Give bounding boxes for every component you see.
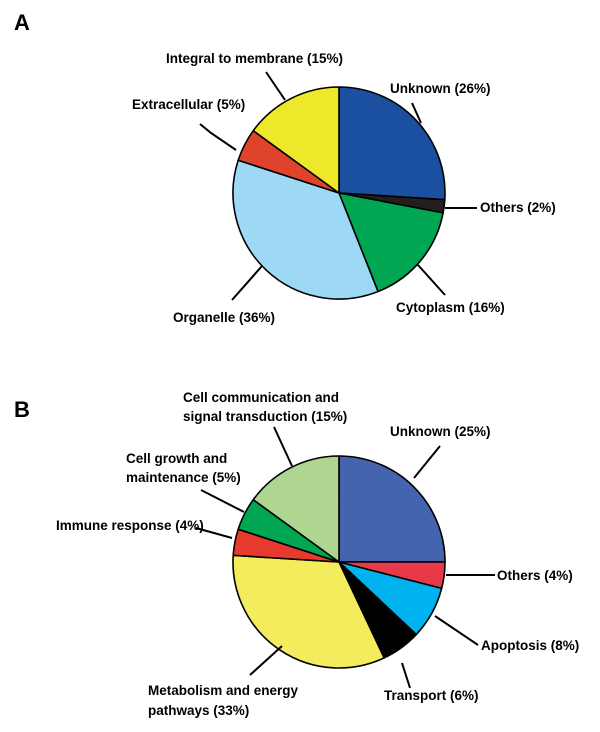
pie-b-slice-cell-communication-and-signal-transduction [252, 455, 340, 563]
label-line: Cell growth and [126, 451, 227, 466]
pie-b-leader-apoptosis [434, 615, 479, 646]
pie-a-label-organelle: Organelle (36%) [173, 310, 275, 325]
pie-a-leader-unknown [411, 102, 422, 124]
pie-a-slice-unknown [338, 86, 446, 201]
label-line: Others (4%) [497, 568, 573, 583]
label-line: pathways (33%) [148, 703, 249, 718]
label-line: Extracellular (5%) [132, 97, 245, 112]
label-line: Transport (6%) [384, 688, 479, 703]
pie-b-label-unknown: Unknown (25%) [390, 424, 491, 439]
label-line: Metabolism and energy [148, 683, 299, 698]
label-line: Organelle (36%) [173, 310, 275, 325]
pie-a-slice-integral-to-membrane [252, 86, 340, 194]
label-line: Cytoplasm (16%) [396, 300, 505, 315]
pie-a-leader-integral-to-membrane [265, 71, 286, 101]
pie-b-slice-unknown [338, 455, 446, 563]
pie-b-label-cell-communication-and-signal-transduction: Cell communication and signal transductio… [183, 390, 347, 424]
pie-a-label-cytoplasm: Cytoplasm (16%) [396, 300, 505, 315]
pie-b-label-metabolism-and-energy-pathways: Metabolism and energy pathways (33%) [148, 683, 299, 718]
pie-chart-b: Unknown (25%) Others (4%) Apoptosis (8%) Tr… [56, 390, 579, 718]
pie-chart-a: Unknown (26%) Others (2%) Cytoplasm (16%) O… [132, 51, 556, 325]
pie-a-leader-extracellular [199, 123, 237, 151]
pie-a-label-unknown: Unknown (26%) [390, 81, 491, 96]
pie-a-slice-cytoplasm [338, 192, 444, 293]
label-line: Integral to membrane (15%) [166, 51, 343, 66]
pie-b-leader-cell-communication-and-signal-transduction [273, 426, 293, 467]
label-line: maintenance (5%) [126, 470, 241, 485]
pie-a-label-extracellular: Extracellular (5%) [132, 97, 245, 112]
pie-b-label-cell-growth-and-maintenance: Cell growth and maintenance (5%) [126, 451, 241, 485]
label-line: Others (2%) [480, 200, 556, 215]
label-line: Cell communication and [183, 390, 339, 405]
pie-b-label-apoptosis: Apoptosis (8%) [481, 638, 579, 653]
panel-letter-a: A [14, 10, 30, 35]
pie-b-label-immune-response: Immune response (4%) [56, 518, 204, 533]
label-line: signal transduction (15%) [183, 409, 347, 424]
label-line: Apoptosis (8%) [481, 638, 579, 653]
pie-b-leader-transport [401, 662, 411, 689]
label-line: Unknown (25%) [390, 424, 491, 439]
pie-b-label-others: Others (4%) [497, 568, 573, 583]
panel-letter-b: B [14, 397, 30, 422]
pie-a-leader-organelle [231, 265, 263, 301]
pie-b-label-transport: Transport (6%) [384, 688, 479, 703]
pie-a-label-others: Others (2%) [480, 200, 556, 215]
pie-a-label-integral-to-membrane: Integral to membrane (15%) [166, 51, 343, 66]
pie-a-leader-cytoplasm [417, 264, 446, 296]
label-line: Unknown (26%) [390, 81, 491, 96]
pie-a-slice-organelle [232, 159, 379, 300]
pie-b-leader-unknown [413, 445, 441, 479]
pie-b-leader-metabolism-and-energy-pathways [249, 645, 283, 676]
pie-b-leader-cell-growth-and-maintenance [200, 489, 245, 513]
pie-b-leader-immune-response [195, 527, 233, 539]
label-line: Immune response (4%) [56, 518, 204, 533]
